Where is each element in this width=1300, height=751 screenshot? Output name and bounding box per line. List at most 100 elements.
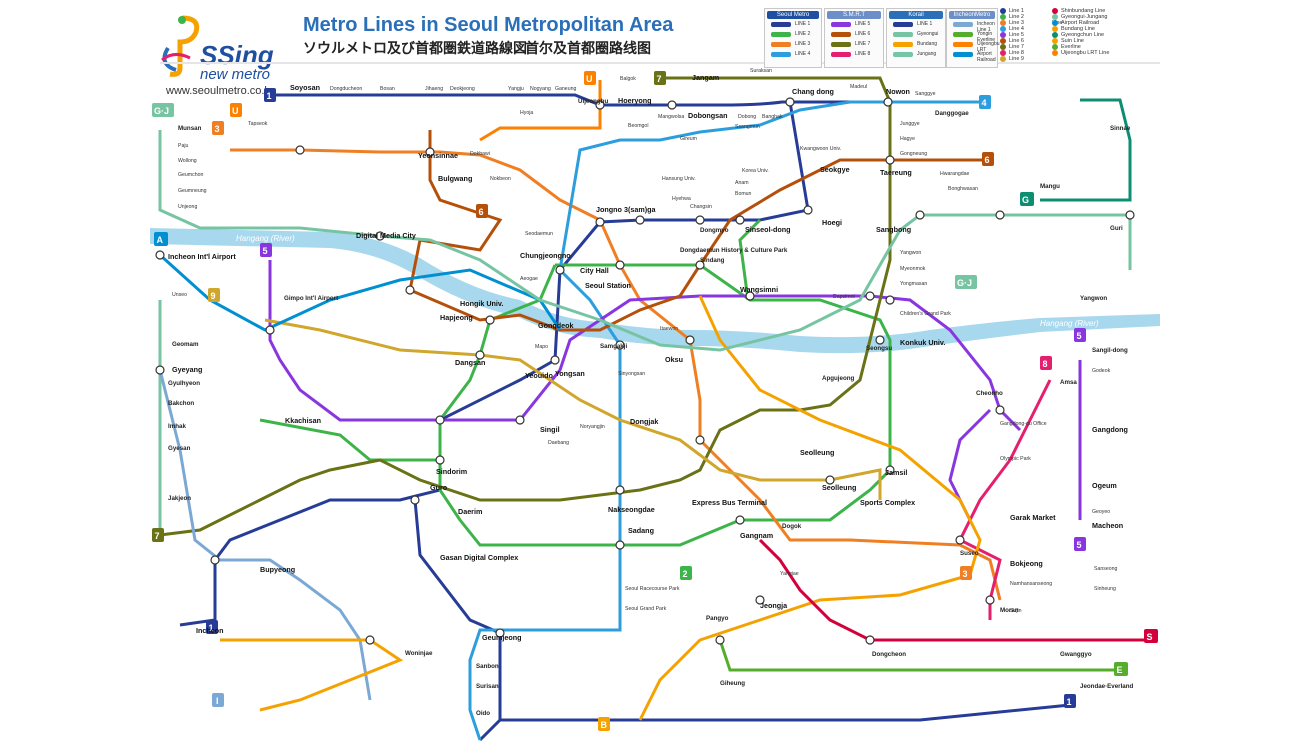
station-label[interactable]: Ogeum [1092, 481, 1117, 490]
station-label[interactable]: Noryangjin [580, 424, 605, 430]
station-label[interactable]: Anam [735, 180, 749, 186]
station-label[interactable]: Sports Complex [860, 498, 915, 507]
station-label[interactable]: Jongno 3(sam)ga [596, 205, 657, 214]
station-label[interactable]: Geumneung [178, 188, 207, 194]
station-label[interactable]: Oksu [665, 355, 683, 364]
station-label[interactable]: Uijeongbu [578, 98, 608, 105]
station-label[interactable]: Taereung [880, 168, 912, 177]
station-label[interactable]: Ganeung [555, 86, 576, 92]
transfer-badge[interactable]: 5 [1074, 537, 1086, 551]
station-label[interactable]: Bulgwang [438, 174, 472, 183]
transfer-badge[interactable]: 1 [1064, 694, 1076, 708]
station-label[interactable]: Wollong [178, 158, 197, 164]
station-label[interactable]: Gongneung [900, 151, 927, 157]
station-label[interactable]: Seoul Station [585, 281, 631, 290]
transfer-badge[interactable]: 1 [264, 88, 276, 102]
transfer-badge[interactable]: 3 [960, 566, 972, 580]
station-label[interactable]: Geoyeo [1092, 509, 1110, 515]
station-label[interactable]: Gangnam [740, 531, 773, 540]
station-label[interactable]: Daebang [548, 440, 569, 446]
station-label[interactable]: Gwanggyo [1060, 651, 1092, 658]
station-label[interactable]: Kkachisan [285, 416, 321, 425]
station-label[interactable]: Balgok [620, 76, 636, 82]
station-label[interactable]: Jakjeon [168, 495, 191, 502]
station-label[interactable]: Children's Grand Park [900, 311, 951, 317]
station-label[interactable]: Yangwon [1080, 295, 1107, 302]
station-label[interactable]: Sinnae [1110, 125, 1131, 132]
station-label[interactable]: Yeouido [525, 371, 554, 380]
station-label[interactable]: Yongmasan [900, 281, 927, 287]
station-label[interactable]: Woninjae [405, 650, 433, 657]
station-label[interactable]: Chang dong [792, 87, 834, 96]
station-label[interactable]: Yongsan [555, 369, 585, 378]
logo-url[interactable]: www.seoulmetro.co.kr [166, 85, 274, 97]
transfer-badge[interactable]: I [212, 693, 224, 707]
station-label[interactable]: Sindang [700, 257, 725, 264]
station-label[interactable]: Sujin [1010, 608, 1022, 614]
transfer-badge[interactable]: 9 [208, 288, 220, 302]
station-label[interactable]: Gimpo Int'l Airport [284, 295, 338, 302]
station-label[interactable]: Guro [430, 483, 448, 492]
station-label[interactable]: Godeok [1092, 368, 1111, 374]
station-label[interactable]: Yangwon [900, 250, 921, 256]
transfer-badge[interactable]: G·J [152, 103, 174, 117]
station-label[interactable]: Hongik Univ. [460, 299, 503, 308]
transfer-badge[interactable]: G [1020, 192, 1034, 206]
station-label[interactable]: Incheon [196, 626, 224, 635]
station-label[interactable]: Bonghwasan [948, 186, 978, 192]
station-label[interactable]: Seokgye [820, 165, 850, 174]
station-label[interactable]: Junggye [900, 121, 920, 127]
station-label[interactable]: Mangu [1040, 183, 1060, 190]
station-label[interactable]: Seongsu [866, 345, 892, 352]
station-label[interactable]: Garak Market [1010, 513, 1056, 522]
station-label[interactable]: Yangjae [780, 571, 799, 577]
transfer-badge[interactable]: S [1144, 629, 1158, 643]
station-label[interactable]: Banghak [762, 114, 783, 120]
transfer-badge[interactable]: 6 [476, 204, 488, 218]
transfer-badge[interactable]: B [598, 717, 610, 731]
station-label[interactable]: Sindorim [436, 467, 467, 476]
station-label[interactable]: Gangdong-gu Office [1000, 421, 1047, 427]
station-label[interactable]: Korea Univ. [742, 168, 769, 174]
station-label[interactable]: Macheon [1092, 521, 1123, 530]
station-label[interactable]: Bupyeong [260, 565, 295, 574]
station-label[interactable]: Dongjak [630, 417, 658, 426]
station-label[interactable]: Sanggye [915, 91, 936, 97]
station-label[interactable]: Surisan [476, 683, 499, 690]
station-label[interactable]: Munsan [178, 125, 202, 132]
station-label[interactable]: Jeondae·Everland [1080, 683, 1134, 690]
station-label[interactable]: Jangam [692, 73, 719, 82]
station-label[interactable]: Itaewon [660, 326, 678, 332]
station-label[interactable]: Sinyongsan [618, 371, 645, 377]
station-label[interactable]: Dogok [782, 523, 802, 530]
transfer-badge[interactable]: E [1114, 662, 1128, 676]
station-label[interactable]: Kwangwoon Univ. [800, 146, 841, 152]
station-label[interactable]: Paju [178, 143, 188, 149]
station-label[interactable]: Dokbawi [470, 151, 490, 157]
station-label[interactable]: Gireum [680, 136, 697, 142]
station-label[interactable]: Daerim [458, 507, 482, 516]
station-label[interactable]: Nowon [886, 87, 910, 96]
station-label[interactable]: Hoegi [822, 218, 842, 227]
station-label[interactable]: Chungjeongno [520, 251, 571, 260]
station-label[interactable]: Cheonho [976, 390, 1003, 397]
station-label[interactable]: Sanseong [1094, 566, 1117, 572]
station-label[interactable]: Dobongsan [688, 111, 728, 120]
station-label[interactable]: Changsin [690, 204, 712, 210]
station-label[interactable]: Hansung Univ. [662, 176, 696, 182]
station-label[interactable]: Gyeyang [172, 365, 202, 374]
station-label[interactable]: Pangyo [706, 615, 729, 622]
station-label[interactable]: Deokjeong [450, 86, 475, 92]
station-label[interactable]: Dapsimni [833, 294, 855, 300]
station-label[interactable]: Suraksan [750, 68, 772, 74]
station-label[interactable]: Geumjeong [482, 633, 522, 642]
station-label[interactable]: Oido [476, 710, 490, 717]
station-label[interactable]: Hoeryong [618, 96, 652, 105]
station-label[interactable]: Imhak [168, 423, 186, 430]
transfer-badge[interactable]: 7 [152, 528, 164, 542]
station-label[interactable]: Hagye [900, 136, 915, 142]
station-label[interactable]: Unjeong [178, 204, 197, 210]
transfer-badge[interactable]: 8 [1040, 356, 1052, 370]
station-label[interactable]: Seolleung [822, 483, 856, 492]
transfer-badge[interactable]: 3 [212, 121, 224, 135]
